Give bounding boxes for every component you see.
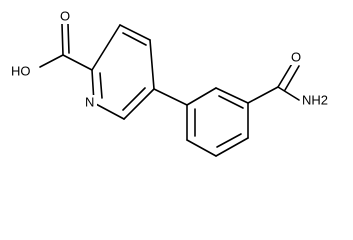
bond-amide-double-o [277,61,294,88]
bond-carboxyl-double-o-2 [67,23,70,54]
atom-amide-nitrogen: NH2 [302,93,328,108]
atom-pyridine-nitrogen: N [85,95,94,110]
bond-benzene-4-inner [216,133,242,148]
bond-benzene-1 [186,87,217,106]
bond-amide-double-o-2 [284,65,300,91]
bond-pyridine-2-inner [122,32,147,46]
atom-carboxyl-oxygen: O [60,9,70,24]
bond-benzene-2-inner [218,95,244,109]
bond-pyridine-1 [91,24,121,71]
bond-pyridine-4-inner [122,87,146,111]
bond-pyridine-4 [123,88,155,120]
bond-benzene-5 [186,139,217,157]
atom-labels: O HO N O NH2 [10,9,342,110]
bond-pyridine-5 [93,102,125,120]
bond-pyridine-6-inner [99,72,103,99]
structure-diagram: O HO N O NH2 [10,8,342,157]
atom-hydroxyl: HO [11,64,31,79]
bond-benzene-4 [215,137,249,157]
bond-pyridine-3 [149,39,155,90]
bond-ring-to-amide [247,86,279,104]
bond-pyridine-2 [119,24,151,41]
bond-ring-to-carboxyl [62,54,93,71]
bond-benzene-2 [215,87,249,104]
bond-carboxyl-oh [39,54,64,68]
atom-amide-oxygen: O [291,50,301,65]
bonds [39,23,300,157]
bond-carboxyl-double-o [61,23,64,56]
bond-amide-n [277,86,300,101]
bond-biaryl [153,88,188,106]
